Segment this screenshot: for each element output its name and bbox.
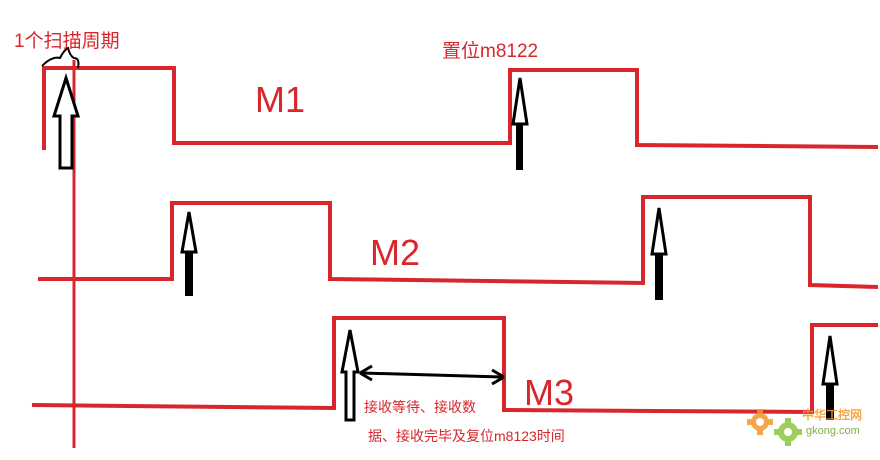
watermark-line1: 中华工控网 <box>802 407 862 422</box>
m1-start-hollow-arrow-icon <box>51 73 81 170</box>
scan-cycle-label: 1个扫描周期 <box>14 30 120 52</box>
m3-second-arrow-icon <box>821 335 839 420</box>
m2-second-arrow-icon <box>650 207 668 300</box>
m1-label: M1 <box>255 79 305 120</box>
watermark-line2: gkong.com <box>806 425 860 437</box>
gkong-watermark: 中华工控网 gkong.com <box>747 407 862 446</box>
m2-waveform <box>38 195 879 289</box>
set-m8122-label: 置位m8122 <box>442 40 538 62</box>
m1-set-arrow-icon <box>511 77 529 170</box>
receive-time-label-line2: 据、接收完毕及复位m8123时间 <box>368 428 565 444</box>
m3-waveform <box>31 316 878 415</box>
receive-duration-double-arrow-icon <box>359 364 505 386</box>
scan-cycle-brace <box>41 46 80 69</box>
m3-first-hollow-arrow-icon <box>340 329 360 422</box>
m1-waveform <box>42 66 879 150</box>
orange-gear-icon <box>747 409 773 435</box>
m3-label: M3 <box>524 372 574 413</box>
m2-first-arrow-icon <box>180 211 198 296</box>
m2-label: M2 <box>370 232 420 273</box>
receive-time-label-line1: 接收等待、接收数 <box>364 399 476 415</box>
green-gear-icon <box>774 418 802 446</box>
